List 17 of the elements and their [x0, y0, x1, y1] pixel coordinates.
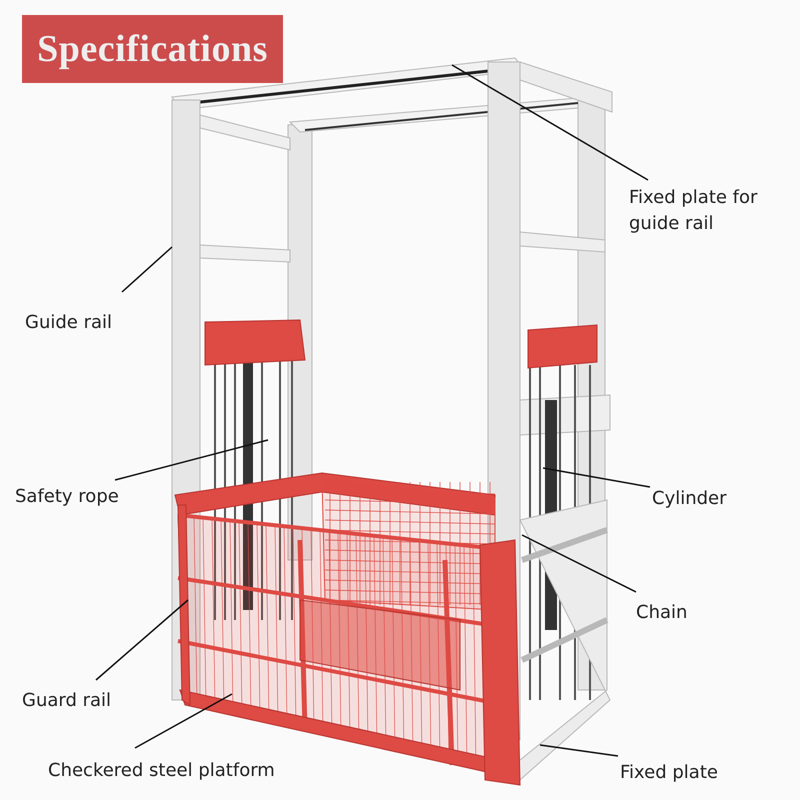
part-label: Checkered steel platform — [48, 759, 276, 783]
part-label: Safety rope — [15, 485, 120, 509]
part-label: Guard rail — [22, 689, 112, 713]
leader-line — [122, 246, 172, 293]
part-label: Guide rail — [25, 311, 114, 335]
part-label: Fixed plate for guide rail — [629, 186, 758, 236]
leader-line — [114, 439, 268, 481]
part-label: Cylinder — [652, 487, 728, 511]
leader-line — [452, 64, 648, 181]
leader-line — [542, 467, 650, 488]
leader-line — [522, 534, 636, 593]
part-label: Fixed plate — [620, 761, 719, 785]
part-label: Chain — [636, 601, 688, 625]
leader-line — [134, 693, 232, 749]
title-banner: Specifications — [22, 15, 283, 83]
leader-line — [540, 744, 618, 757]
leader-line — [96, 599, 188, 681]
